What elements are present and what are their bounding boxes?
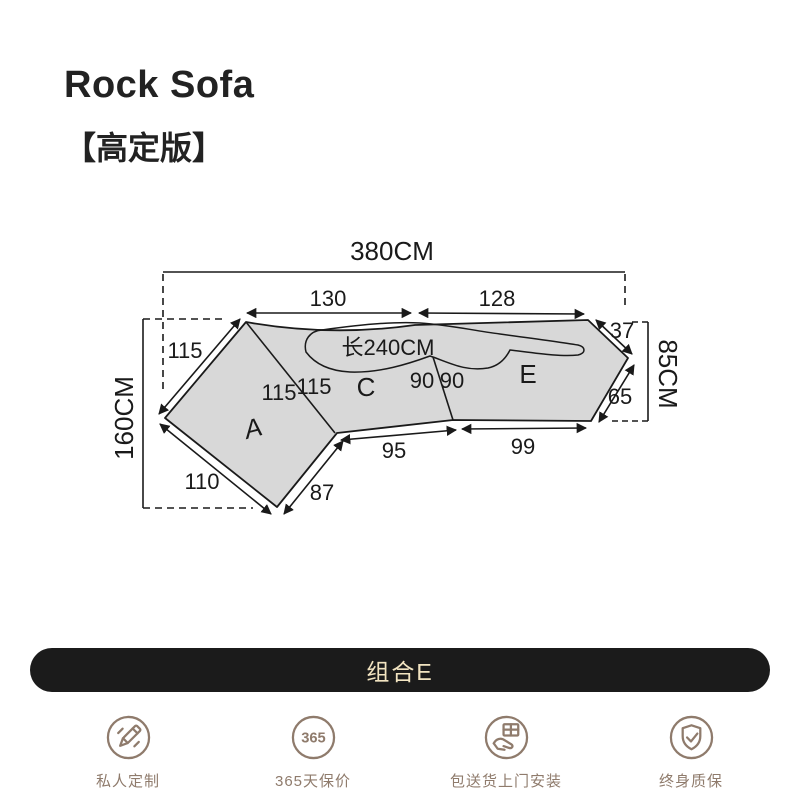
service-item-label: 终身质保: [658, 773, 724, 790]
title-block: Rock Sofa 【高定版】: [64, 64, 254, 169]
seat-length-outline: [304, 321, 585, 373]
service-footer: 私人定制 365 365天保价 包送货上门安装: [0, 714, 800, 800]
section-c-label: C: [357, 372, 376, 402]
product-subtitle: 【高定版】: [64, 130, 225, 166]
sofa-dimension-diagram: 长240CM A C E 380CM 160CM 85CM: [109, 236, 683, 515]
dim-c-front: 95: [382, 438, 406, 463]
seat-length-label: 长240CM: [342, 335, 435, 360]
pencil-icon: [106, 715, 150, 760]
dimension-arrows: [158, 307, 635, 515]
service-item-delivery: 包送货上门安装: [450, 714, 562, 791]
dim-ac-left: 115: [261, 380, 296, 405]
dim-ce-right: 90: [440, 368, 464, 393]
dim-top-c: 130: [310, 286, 347, 311]
dim-right-bottom: 65: [608, 384, 632, 409]
dim-right-top: 37: [610, 318, 634, 343]
service-item-custom: 私人定制: [96, 714, 160, 791]
divider-c-e: [432, 356, 454, 421]
combo-button-label: 组合E: [366, 659, 434, 685]
combo-button[interactable]: 组合E: [30, 648, 770, 692]
dim-e-front: 99: [511, 434, 535, 459]
dim-a-front: 87: [310, 480, 334, 505]
service-item-price-protect: 365 365天保价: [275, 714, 351, 791]
badge-365-text: 365: [301, 730, 325, 746]
delivery-hand-icon: [484, 715, 528, 760]
right-depth-label: 85CM: [653, 339, 683, 408]
dim-ac-right: 115: [296, 374, 331, 399]
service-item-warranty: 终身质保: [659, 714, 723, 791]
service-item-label: 365天保价: [274, 773, 352, 790]
dim-back-left: 115: [167, 338, 202, 363]
overall-width-label: 380CM: [350, 236, 434, 266]
section-e-label: E: [519, 359, 536, 389]
service-item-label: 包送货上门安装: [449, 773, 563, 790]
divider-a-c: [245, 321, 336, 434]
dim-ce-left: 90: [410, 368, 434, 393]
badge-365-icon: 365: [291, 715, 335, 760]
left-depth-label: 160CM: [109, 376, 139, 460]
dim-top-e: 128: [479, 286, 516, 311]
service-item-label: 私人定制: [95, 773, 161, 790]
shield-check-icon: [669, 715, 713, 760]
dim-bottom-left: 110: [184, 469, 219, 494]
product-title: Rock Sofa: [64, 64, 255, 106]
